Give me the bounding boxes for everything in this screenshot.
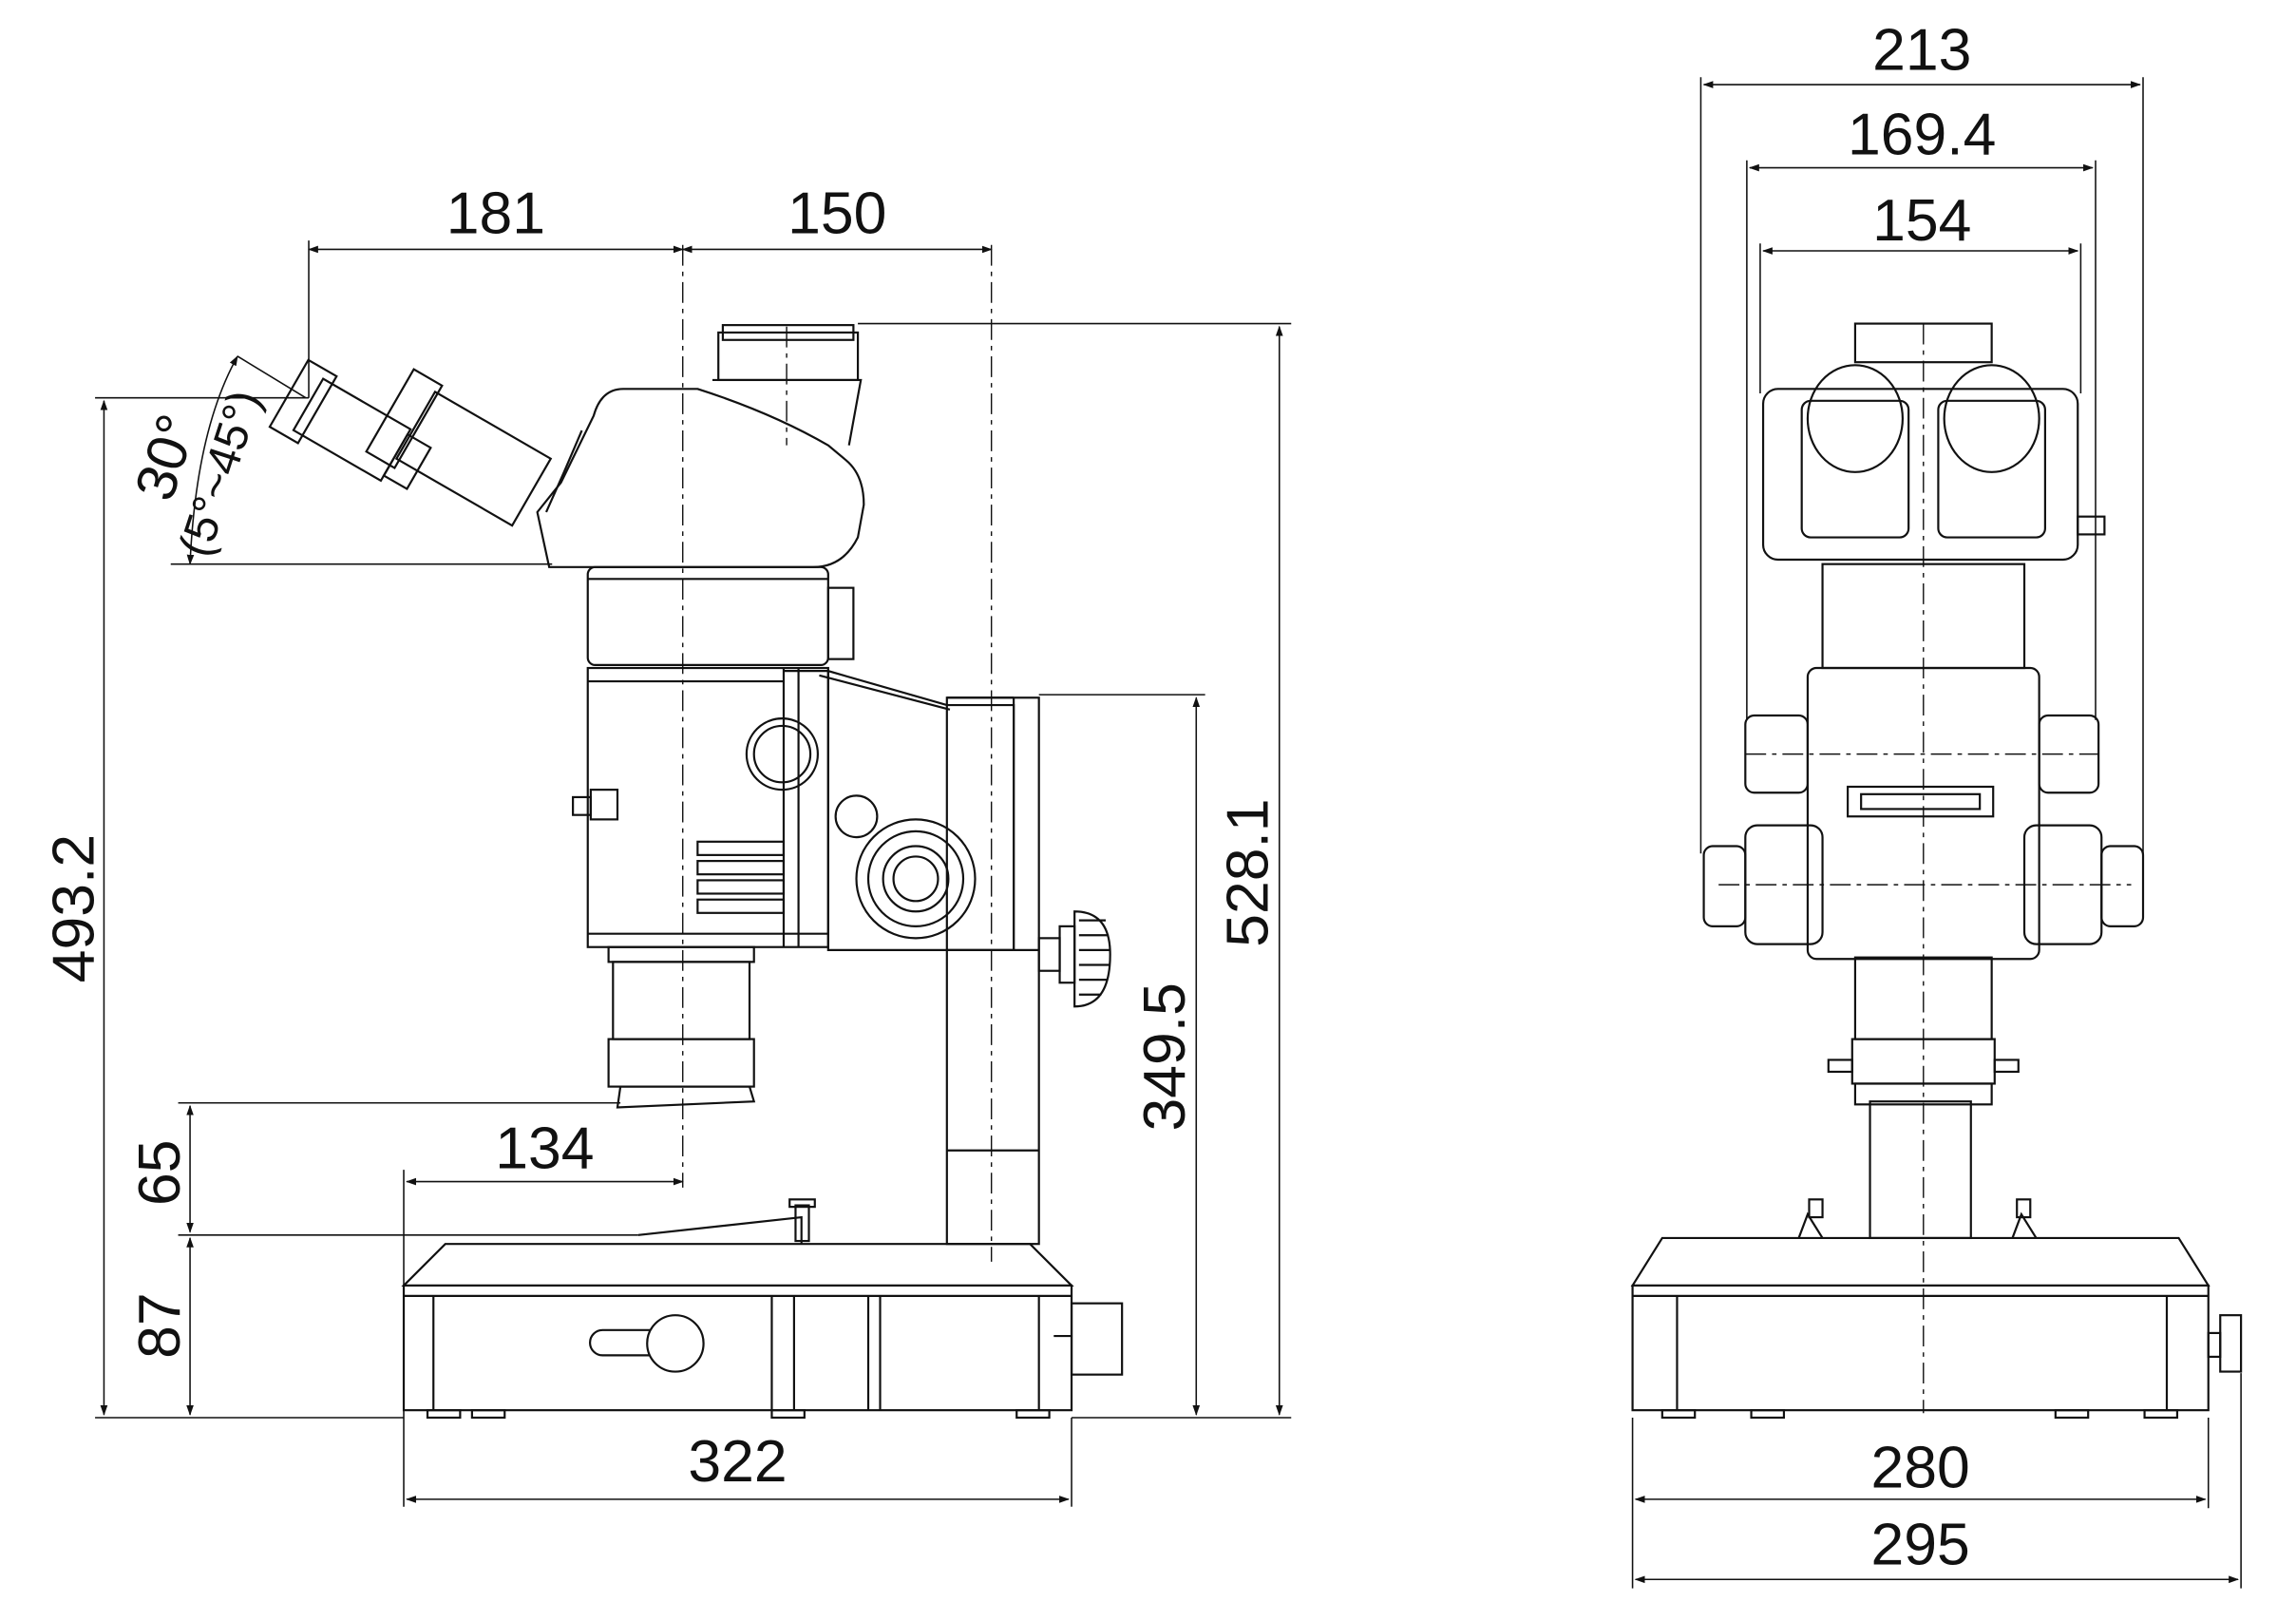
pillar-side: [945, 696, 1111, 1246]
dim-150: 150: [787, 180, 886, 246]
dim-528-1: 528.1: [1214, 798, 1281, 946]
arm-side: [783, 670, 1015, 951]
front-dimension-lines: [1634, 81, 2240, 1584]
dim-349-5: 349.5: [1131, 982, 1198, 1131]
side-dimension-lines: [100, 245, 1283, 1503]
front-view: [1630, 322, 2243, 1420]
tilt-angle-arc: [186, 354, 307, 565]
base-side: [401, 1198, 1124, 1420]
front-extension-lines: [1631, 77, 2242, 1589]
body-side: [572, 565, 855, 1109]
head-side: [268, 324, 865, 568]
dim-154: 154: [1872, 187, 1971, 254]
head-front: [1761, 322, 2106, 562]
dim-169-4: 169.4: [1848, 101, 1996, 167]
dim-322: 322: [688, 1428, 787, 1495]
dim-493-2: 493.2: [41, 834, 107, 982]
dim-181: 181: [446, 180, 545, 246]
base-front: [1630, 1198, 2243, 1420]
dim-295: 295: [1871, 1512, 1970, 1578]
dim-213: 213: [1872, 16, 1971, 83]
side-extension-lines: [95, 240, 1292, 1507]
dim-65: 65: [126, 1139, 193, 1206]
side-view: [268, 324, 1124, 1420]
dim-134: 134: [495, 1116, 594, 1182]
dim-280: 280: [1871, 1434, 1970, 1500]
dim-87: 87: [126, 1292, 193, 1359]
pillar-front: [1869, 1100, 1972, 1240]
front-centerlines: [1718, 323, 2132, 1414]
side-centerlines: [682, 244, 993, 1262]
front-labels: 213 169.4 154 280 295: [1848, 16, 1996, 1577]
